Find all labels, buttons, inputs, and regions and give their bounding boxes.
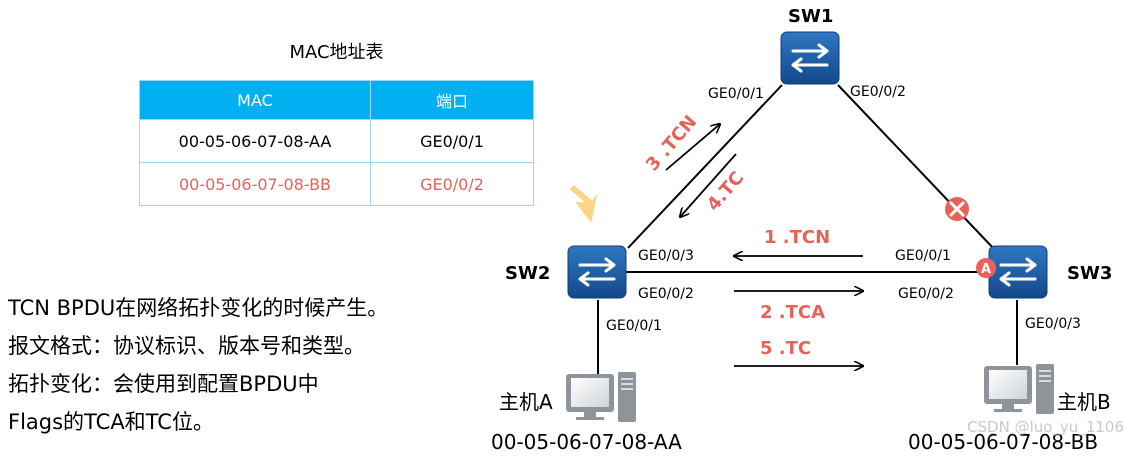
message-label: 5 .TC	[760, 338, 811, 359]
description-line: 报文格式：协议标识、版本号和类型。	[8, 334, 365, 358]
port-label: GE0/0/2	[638, 286, 694, 302]
link-sw2-sw1	[627, 84, 783, 249]
host-b-mac: 00-05-06-07-08-BB	[908, 430, 1098, 454]
table-row: 00-05-06-07-08-AA GE0/0/1	[139, 119, 534, 163]
alternate-port-badge: A	[976, 258, 996, 278]
table-row: 00-05-06-07-08-BB GE0/0/2	[139, 162, 534, 206]
host-a-mac: 00-05-06-07-08-AA	[491, 430, 682, 454]
switch-label-sw2: SW2	[505, 263, 550, 284]
arrow-tcn-up	[665, 124, 720, 171]
topology-change-indicator-icon	[569, 184, 598, 224]
port-label: GE0/0/3	[1025, 316, 1081, 332]
host-a-label: 主机A	[499, 390, 553, 414]
port-label: GE0/0/1	[606, 318, 662, 334]
port-cell: GE0/0/1	[370, 119, 534, 163]
port-label: GE0/0/1	[895, 248, 951, 264]
switch-sw1-icon	[780, 31, 840, 85]
description-line: Flags的TCA和TC位。	[8, 410, 214, 434]
watermark-text: CSDN @luo_yu_1106	[967, 418, 1124, 437]
blocked-port-icon	[945, 197, 969, 221]
port-column-header: 端口	[370, 80, 534, 120]
description-line: TCN BPDU在网络拓扑变化的时候产生。	[8, 296, 389, 320]
switch-label-sw3: SW3	[1067, 263, 1112, 284]
mac-table-caption: MAC地址表	[289, 42, 384, 63]
arrow-tc-down	[680, 153, 737, 217]
mac-cell: 00-05-06-07-08-AA	[139, 119, 371, 163]
host-a-computer-icon	[566, 372, 636, 422]
host-b-label: 主机B	[1057, 390, 1111, 414]
switch-sw2-icon	[567, 245, 627, 299]
message-label: 2 .TCA	[760, 302, 825, 323]
switch-sw3-icon	[988, 245, 1048, 299]
message-label: 4.TC	[703, 168, 748, 216]
port-cell: GE0/0/2	[370, 162, 534, 206]
port-label: GE0/0/1	[708, 86, 764, 102]
host-b-computer-icon	[984, 364, 1054, 414]
link-sw1-sw3	[837, 84, 996, 251]
description-text: TCN BPDU在网络拓扑变化的时候产生。 报文格式：协议标识、版本号和类型。 …	[8, 289, 478, 441]
alternate-port-badge-text: A	[981, 262, 991, 277]
message-label: 1 .TCN	[764, 227, 830, 248]
port-label: GE0/0/2	[850, 84, 906, 100]
mac-address-table: MAC 端口 00-05-06-07-08-AA GE0/0/1 00-05-0…	[139, 80, 534, 206]
mac-cell: 00-05-06-07-08-BB	[139, 162, 371, 206]
port-label: GE0/0/3	[638, 248, 694, 264]
port-label: GE0/0/2	[898, 286, 954, 302]
description-line: 拓扑变化：会使用到配置BPDU中	[8, 372, 319, 396]
switch-label-sw1: SW1	[788, 6, 833, 27]
